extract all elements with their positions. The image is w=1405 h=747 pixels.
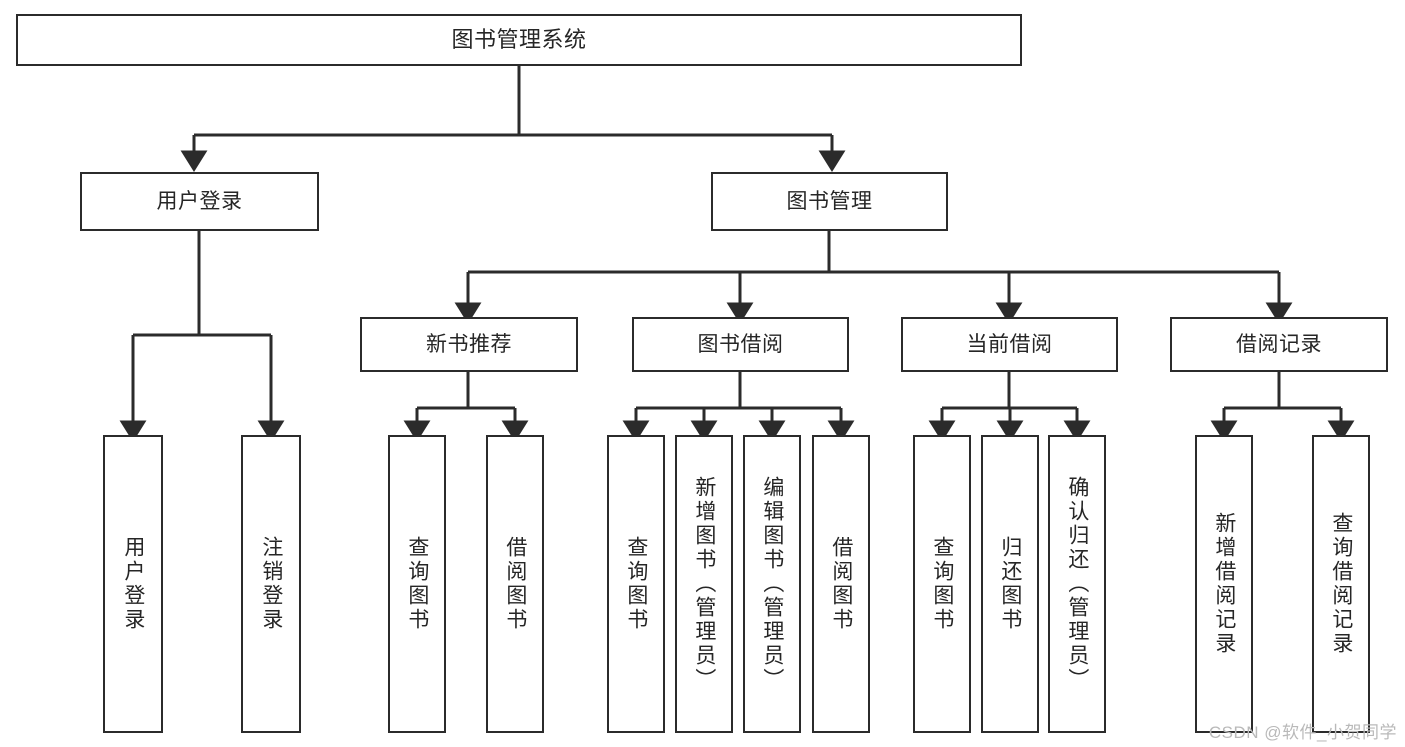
node-label: 图书借阅 [697,332,784,356]
node-label: 查询图书 [624,536,648,632]
node-label: 借阅图书 [503,536,527,632]
node-label: 用户登录 [121,536,145,632]
node-label: 借阅图书 [829,536,853,632]
leaf-add-book-admin[interactable]: 新增图书（管理员） [675,435,733,733]
node-label: 编辑图书（管理员） [760,476,784,692]
node-book-borrowing[interactable]: 图书借阅 [632,317,849,372]
node-root-book-management-system[interactable]: 图书管理系统 [16,14,1022,66]
node-book-management[interactable]: 图书管理 [711,172,948,231]
node-label: 图书管理 [786,189,873,213]
node-borrowing-record[interactable]: 借阅记录 [1170,317,1388,372]
node-label: 借阅记录 [1236,332,1322,356]
leaf-borrow-book[interactable]: 借阅图书 [812,435,870,733]
leaf-confirm-return-admin[interactable]: 确认归还（管理员） [1048,435,1106,733]
leaf-query-book-current[interactable]: 查询图书 [913,435,971,733]
node-label: 归还图书 [998,536,1022,632]
node-label: 注销登录 [259,536,283,632]
node-label: 用户登录 [156,189,243,213]
leaf-edit-book-admin[interactable]: 编辑图书（管理员） [743,435,801,733]
node-label: 新增图书（管理员） [692,476,716,692]
leaf-return-book[interactable]: 归还图书 [981,435,1039,733]
leaf-query-book-newbook[interactable]: 查询图书 [388,435,446,733]
node-label: 当前借阅 [966,332,1053,356]
node-label: 新增借阅记录 [1212,512,1236,656]
node-label: 确认归还（管理员） [1065,476,1089,692]
leaf-add-borrow-record[interactable]: 新增借阅记录 [1195,435,1253,733]
node-user-login[interactable]: 用户登录 [80,172,319,231]
leaf-logout[interactable]: 注销登录 [241,435,301,733]
node-new-book-recommendation[interactable]: 新书推荐 [360,317,578,372]
node-label: 图书管理系统 [451,26,587,52]
leaf-query-book-borrow[interactable]: 查询图书 [607,435,665,733]
csdn-watermark: CSDN @软件_小贺同学 [1208,723,1397,742]
leaf-query-borrow-record[interactable]: 查询借阅记录 [1312,435,1370,733]
node-label: 查询图书 [405,536,429,632]
node-current-borrowing[interactable]: 当前借阅 [901,317,1118,372]
node-label: 查询图书 [930,536,954,632]
leaf-borrow-book-newbook[interactable]: 借阅图书 [486,435,544,733]
node-label: 查询借阅记录 [1329,512,1353,656]
node-label: 新书推荐 [426,332,512,356]
leaf-user-login[interactable]: 用户登录 [103,435,163,733]
